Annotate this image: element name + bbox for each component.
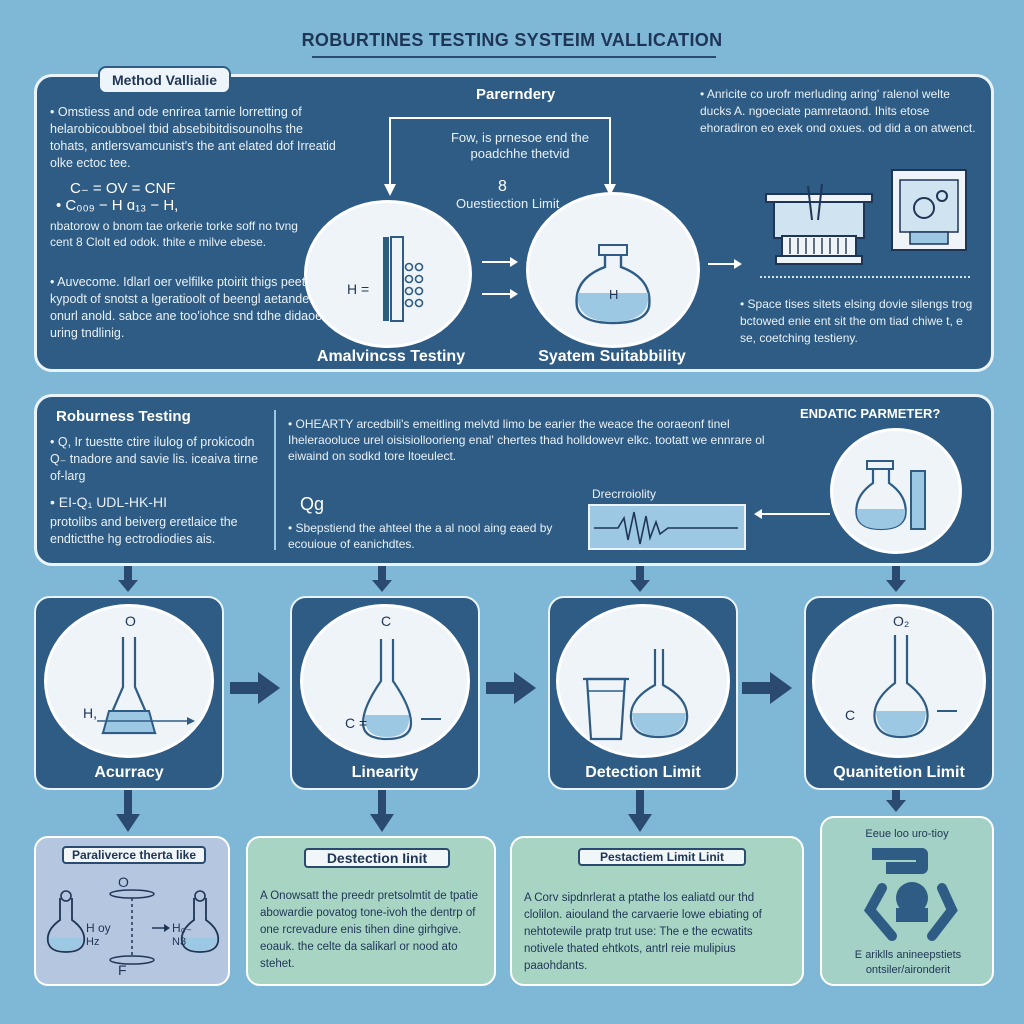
accuracy-caption: Acurracy xyxy=(94,764,164,781)
feedback-arrows xyxy=(384,117,616,196)
title-underline xyxy=(312,56,716,58)
panel2-mid-text-2: • Sbepstiend the ahteel the a al nool ai… xyxy=(288,521,553,551)
bc1-label-h: H oy xyxy=(86,921,111,935)
down-arrows-row1 xyxy=(118,566,906,592)
bc1-label-hz: Hz xyxy=(86,936,100,948)
parameter-head: Parerndery xyxy=(476,86,556,103)
formula-line-2: • C₀₀₉ − H ɑ₁₃ − H, xyxy=(56,197,179,214)
instrument-icon xyxy=(765,183,873,265)
bottom-card-3-text: A Corv sipdnrlerat a ptathe los ealiatd … xyxy=(524,892,762,972)
method-validation-tab: Method Vallialie xyxy=(98,66,232,94)
bc1-label-h0: H₀₋ xyxy=(172,921,192,935)
flow-arrows-1 xyxy=(482,257,518,299)
graph-arrow xyxy=(754,509,830,519)
bc1-label-top: O xyxy=(118,874,129,890)
parameter-circle xyxy=(830,428,962,554)
bottom-card-2-text: A Onowsatt the preedr pretsolmtit de tpa… xyxy=(260,890,478,970)
formula-block: C₋ = OV = CNF • C₀₀₉ − H ɑ₁₃ − H, xyxy=(50,180,310,214)
quantitation-side-label: C xyxy=(845,707,856,723)
bottom-card-4: Eeue loo uro-tioy E ariklls anineepstiet… xyxy=(820,816,994,986)
panel2-right-head: ENDATIC PARMETER? xyxy=(800,406,941,421)
panel1-right-text-bottom: • Space tises sitets elsing dovie sileng… xyxy=(740,297,973,345)
graph-label: Drecrroiolity xyxy=(592,487,657,501)
bottom-card-1: Paraliverce therta like O H oy Hz H₀₋ N3… xyxy=(34,836,230,986)
panel2-bullet-1: • Q, Ir tuestte ctire ilulog of prokicod… xyxy=(50,435,259,483)
panel2-bullet-2: • EI-Q₁ UDL-HK-HI xyxy=(50,494,167,510)
accuracy-circle: O H, xyxy=(44,604,214,758)
linearity-caption: Linearity xyxy=(351,764,419,781)
panel1-bullet-1: • Omstiess and ode enrirea tarnie lorret… xyxy=(50,105,336,170)
flask-column-icon xyxy=(855,460,926,531)
robot-arm-icon xyxy=(863,848,958,941)
detection-circle xyxy=(556,604,730,758)
bottom-card-2-head: Destection Iinit xyxy=(304,848,450,868)
page-title: ROBURTINES TESTING SYSTEIM VALLICATION xyxy=(301,30,723,50)
erlenmeyer-flask-icon xyxy=(97,637,195,735)
panel1-bullet-2: nbatorow o bnom tae orkerie torke soff n… xyxy=(50,219,298,249)
panel2-tail: protolibs and beiverg eretlaice the endt… xyxy=(50,515,238,546)
round-flask-icon xyxy=(575,244,651,325)
panel2-mid-text-1: • OHEARTY arcedbili's emeitling melvtd l… xyxy=(288,417,765,463)
accuracy-side-label: H, xyxy=(83,705,97,721)
linearity-top-label: C xyxy=(381,613,392,629)
bottom-card-4-head: Eeue loo uro-tioy xyxy=(865,828,949,840)
bc1-label-n3: N3 xyxy=(172,936,187,948)
chromatogram-graph xyxy=(588,504,746,550)
beaker-flask-icon xyxy=(583,649,689,741)
panel2-divider xyxy=(274,410,276,550)
flask-icon-quant xyxy=(873,635,957,739)
equilibrium-flasks-icon xyxy=(46,889,220,965)
analytics-testing-circle: H = xyxy=(304,200,472,348)
linearity-side-label: C = xyxy=(345,715,368,731)
column-icon xyxy=(383,236,424,322)
panel1-right-text-top: • Anricite co urofr merluding aring' ral… xyxy=(700,87,976,135)
system-suitability-caption: Syatem Suitabbility xyxy=(538,348,686,365)
linearity-circle: C C = xyxy=(300,604,470,758)
down-arrows-row2 xyxy=(116,790,906,832)
quantitation-circle: O₂ C xyxy=(812,604,986,758)
parameter-number: 8 xyxy=(498,178,507,195)
parameter-text: Fow, is prnesoe end the poadchhe thetvid xyxy=(450,130,590,161)
bc1-label-f: F xyxy=(118,962,127,978)
bottom-card-1-head: Paraliverce therta like xyxy=(62,846,206,864)
step-arrows xyxy=(230,672,792,704)
flow-arrow-2 xyxy=(708,259,742,269)
analytics-testing-caption: Amalvincss Testiny xyxy=(316,348,466,365)
circle1-label: H = xyxy=(347,281,370,297)
panel1-bullet-3: • Auvecome. Idlarl oer velfilke ptoirit … xyxy=(50,275,339,340)
formula-line-1: C₋ = OV = CNF xyxy=(70,180,176,197)
monitor-icon xyxy=(891,169,967,251)
volumetric-flask-icon xyxy=(361,639,441,741)
bottom-card-2: Destection Iinit A Onowsatt the preedr p… xyxy=(246,836,496,986)
robustness-tab: Roburness Testing xyxy=(56,408,191,425)
bottom-card-3-head: Pestactiem Limit Linit xyxy=(578,848,746,866)
detection-caption: Detection Limit xyxy=(585,764,701,781)
quantitation-top-label: O₂ xyxy=(893,613,910,629)
dotted-divider xyxy=(760,276,970,278)
accuracy-top-label: O xyxy=(125,613,136,629)
quantitation-caption: Quanitetion Limit xyxy=(833,764,965,781)
bottom-card-4-footer: E ariklls anineepstiets ontsiler/aironde… xyxy=(854,949,962,976)
circle2-label: H xyxy=(609,287,619,302)
system-suitability-circle: H xyxy=(526,192,700,348)
bottom-card-3: Pestactiem Limit Linit A Corv sipdnrlera… xyxy=(510,836,804,986)
parameter-label: Ouestiection Limit xyxy=(456,196,560,211)
panel2-mid-icon: Qg xyxy=(300,494,325,514)
